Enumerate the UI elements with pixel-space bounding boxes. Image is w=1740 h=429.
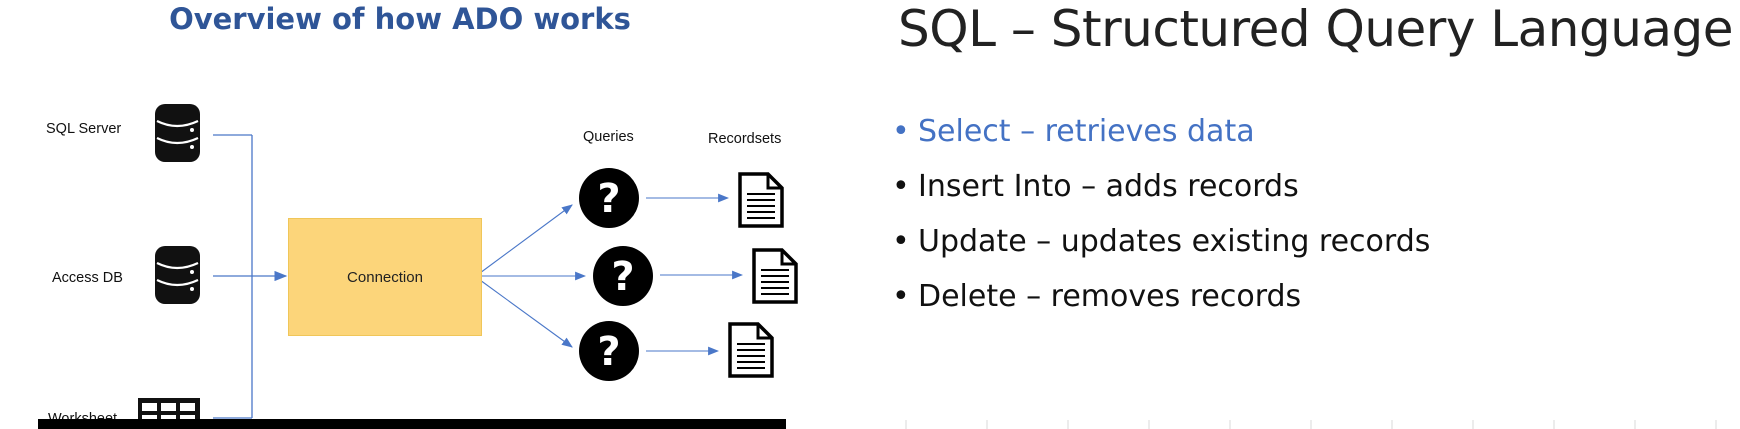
bullet-text: Select – retrieves data xyxy=(918,114,1255,149)
slide-title: Overview of how ADO works xyxy=(169,2,631,36)
source-label-sql-server: SQL Server xyxy=(46,121,122,137)
bullet-text: Insert Into – adds records xyxy=(918,169,1299,204)
slide-guide-ticks xyxy=(905,420,1717,429)
document-icon xyxy=(738,172,784,228)
sql-slide: SQL – Structured Query Language • Select… xyxy=(860,0,1740,429)
bullet-dot-icon: • xyxy=(892,169,910,204)
connection-label: Connection xyxy=(347,268,423,286)
bullet-dot-icon: • xyxy=(892,279,910,314)
source-label-access-db: Access DB xyxy=(52,270,123,286)
recordsets-header: Recordsets xyxy=(708,131,782,147)
bottom-black-bar xyxy=(38,419,786,429)
svg-text:?: ? xyxy=(611,254,634,300)
question-circle-icon: ? xyxy=(579,321,639,381)
ado-overview-slide: Overview of how ADO works xyxy=(0,0,860,429)
source-connector-lines xyxy=(213,134,253,419)
document-icon xyxy=(728,322,774,378)
query-to-recordset-arrows xyxy=(646,193,744,356)
ado-diagram: ? ? ? xyxy=(138,104,798,428)
queries-header: Queries xyxy=(583,129,634,145)
bullet-text: Delete – removes records xyxy=(918,279,1302,314)
question-circle-icon: ? xyxy=(579,168,639,228)
bullet-item-select: • Select – retrieves data xyxy=(892,108,1430,163)
bullet-text: Update – updates existing records xyxy=(918,224,1431,259)
bullet-dot-icon: • xyxy=(892,114,910,149)
bullet-item-delete: • Delete – removes records xyxy=(892,273,1430,328)
database-icon xyxy=(155,104,200,162)
bullet-list: • Select – retrieves data • Insert Into … xyxy=(892,108,1430,328)
bullet-item-update: • Update – updates existing records xyxy=(892,218,1430,273)
svg-text:?: ? xyxy=(597,329,620,375)
database-icon xyxy=(155,246,200,304)
question-circle-icon: ? xyxy=(593,246,653,306)
bullet-dot-icon: • xyxy=(892,224,910,259)
connection-box: Connection xyxy=(288,218,482,336)
document-icon xyxy=(752,248,798,304)
slide-title: SQL – Structured Query Language xyxy=(898,0,1734,58)
svg-text:?: ? xyxy=(597,176,620,222)
bullet-item-insert: • Insert Into – adds records xyxy=(892,163,1430,218)
connection-to-query-arrows xyxy=(479,204,587,348)
